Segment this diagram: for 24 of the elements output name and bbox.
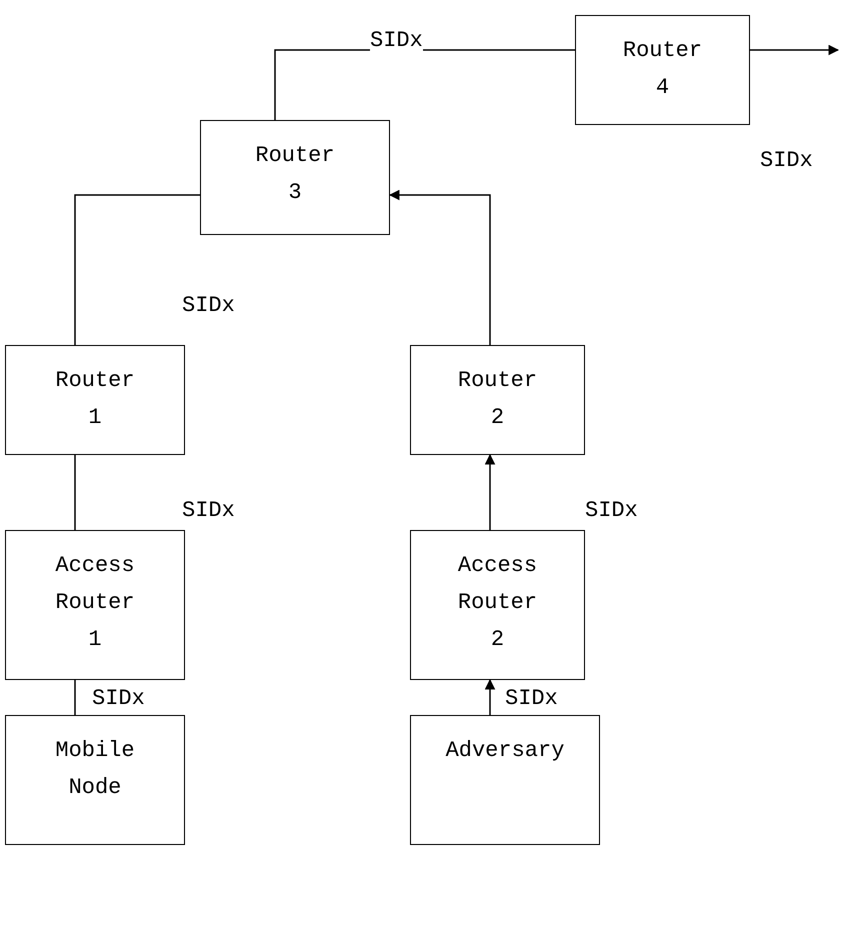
router-box: [5, 715, 185, 845]
connector-line: [74, 680, 76, 715]
arrow: [388, 190, 491, 345]
arrow: [484, 454, 496, 530]
node-label: Access Router 2: [456, 552, 538, 654]
arrow: [484, 678, 496, 715]
node-label: Mobile Node: [54, 737, 136, 802]
router-box: [410, 715, 600, 845]
connector-line: [74, 455, 76, 530]
node-label: Router 2: [456, 367, 538, 432]
connector-line: [74, 194, 200, 345]
router-box: [410, 530, 585, 680]
node-label: Adversary: [446, 737, 564, 765]
node-label: Router 3: [254, 142, 336, 207]
node-label: Access Router 1: [54, 552, 136, 654]
router-box: [5, 530, 185, 680]
router-box: [410, 345, 585, 455]
router-box: [575, 15, 750, 125]
router-box: [200, 120, 390, 235]
node-label: Router 4: [622, 37, 704, 102]
node-label: Router 1: [54, 367, 136, 432]
edge-label: SIDx: [370, 30, 423, 52]
router-box: [5, 345, 185, 455]
outgoing-arrow: [750, 44, 840, 56]
